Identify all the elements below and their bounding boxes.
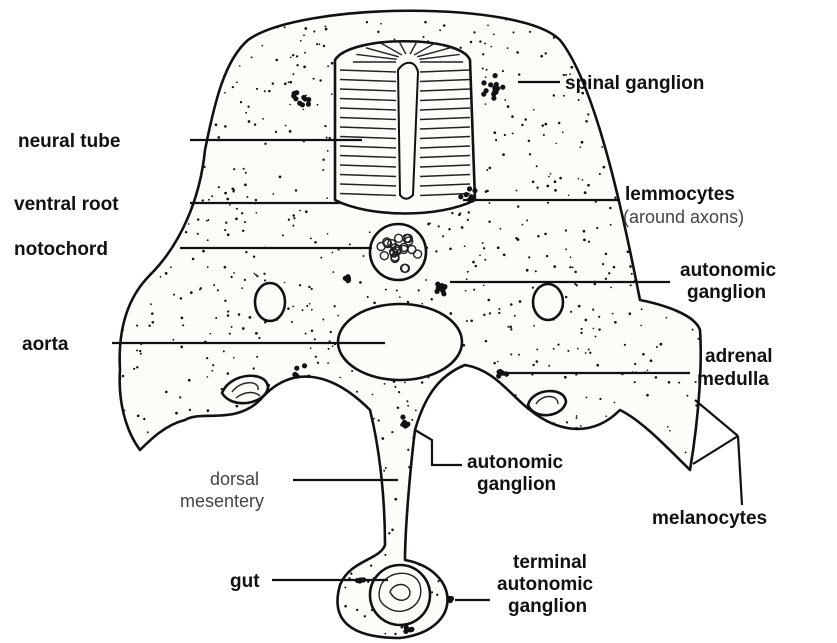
- label-ganglion-lower-line2: ganglion: [477, 474, 556, 495]
- label-notochord: notochord: [14, 239, 108, 260]
- label-autonomic-lower-line1: autonomic: [467, 452, 563, 473]
- label-dorsal: dorsal: [210, 469, 259, 489]
- label-terminal-ganglion: ganglion: [508, 596, 587, 617]
- notochord: [370, 224, 426, 280]
- label-aorta: aorta: [22, 334, 69, 355]
- label-autonomic-right-line1: autonomic: [680, 260, 776, 281]
- label-adrenal: adrenal: [705, 346, 773, 367]
- label-terminal-autonomic: autonomic: [497, 574, 593, 595]
- neural-tube: [335, 40, 475, 213]
- leader-melanocytes-a: [693, 436, 738, 464]
- label-lemmocytes: lemmocytes: [625, 184, 735, 205]
- leader-autonomic-ganglion-lower: [415, 430, 462, 465]
- label-spinal-ganglion: spinal ganglion: [565, 73, 704, 94]
- label-ganglion-right-line2: ganglion: [687, 282, 766, 303]
- leader-melanocytes-stem: [738, 436, 742, 505]
- label-gut: gut: [230, 571, 260, 592]
- left-cardinal-vein: [255, 283, 285, 321]
- label-medulla: medulla: [697, 369, 769, 390]
- leader-melanocytes-b: [695, 400, 738, 436]
- label-around-axons: (around axons): [623, 207, 744, 227]
- label-terminal: terminal: [513, 552, 587, 573]
- label-ventral-root: ventral root: [14, 194, 119, 215]
- right-cardinal-vein: [533, 284, 563, 320]
- gut: [370, 565, 430, 625]
- label-neural-tube: neural tube: [18, 131, 120, 152]
- label-mesentery: mesentery: [180, 491, 264, 511]
- label-melanocytes: melanocytes: [652, 508, 767, 529]
